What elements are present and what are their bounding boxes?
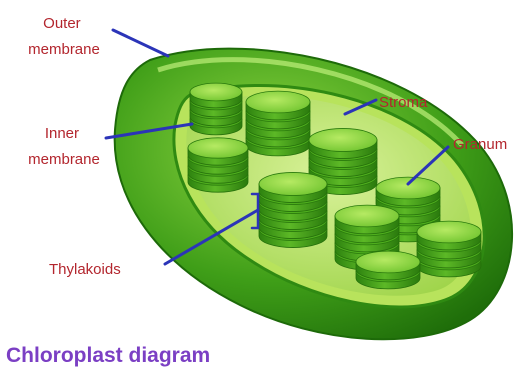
thylakoid-disc-top: [259, 172, 327, 195]
granum-label: Granum: [453, 136, 507, 153]
inner-membrane-label-line2: membrane: [28, 151, 100, 168]
diagram-caption: Chloroplast diagram: [6, 344, 210, 368]
thylakoids-label: Thylakoids: [49, 261, 121, 278]
granum-stack: [246, 91, 310, 156]
thylakoid-disc-top: [335, 205, 399, 227]
outer-membrane-pointer: [113, 30, 168, 56]
granum-stack: [190, 83, 242, 135]
thylakoid-disc-top: [246, 91, 310, 113]
outer-membrane-label-line2: membrane: [28, 41, 100, 58]
granum-stack: [259, 172, 327, 247]
thylakoid-disc-top: [190, 83, 242, 101]
granum-stack: [417, 221, 481, 277]
thylakoid-disc-top: [188, 138, 248, 158]
outer-membrane-label: Outer membrane: [28, 15, 100, 58]
thylakoid-disc-top: [356, 251, 420, 273]
thylakoid-disc-top: [309, 128, 377, 151]
granum-stack: [356, 251, 420, 289]
thylakoid-disc-top: [376, 177, 440, 199]
stroma-label: Stroma: [379, 94, 428, 111]
inner-membrane-label: Inner membrane: [28, 125, 100, 168]
inner-membrane-label-line1: Inner: [45, 125, 79, 142]
thylakoid-disc-top: [417, 221, 481, 243]
granum-stack: [188, 138, 248, 192]
outer-membrane-label-line1: Outer: [43, 15, 81, 32]
